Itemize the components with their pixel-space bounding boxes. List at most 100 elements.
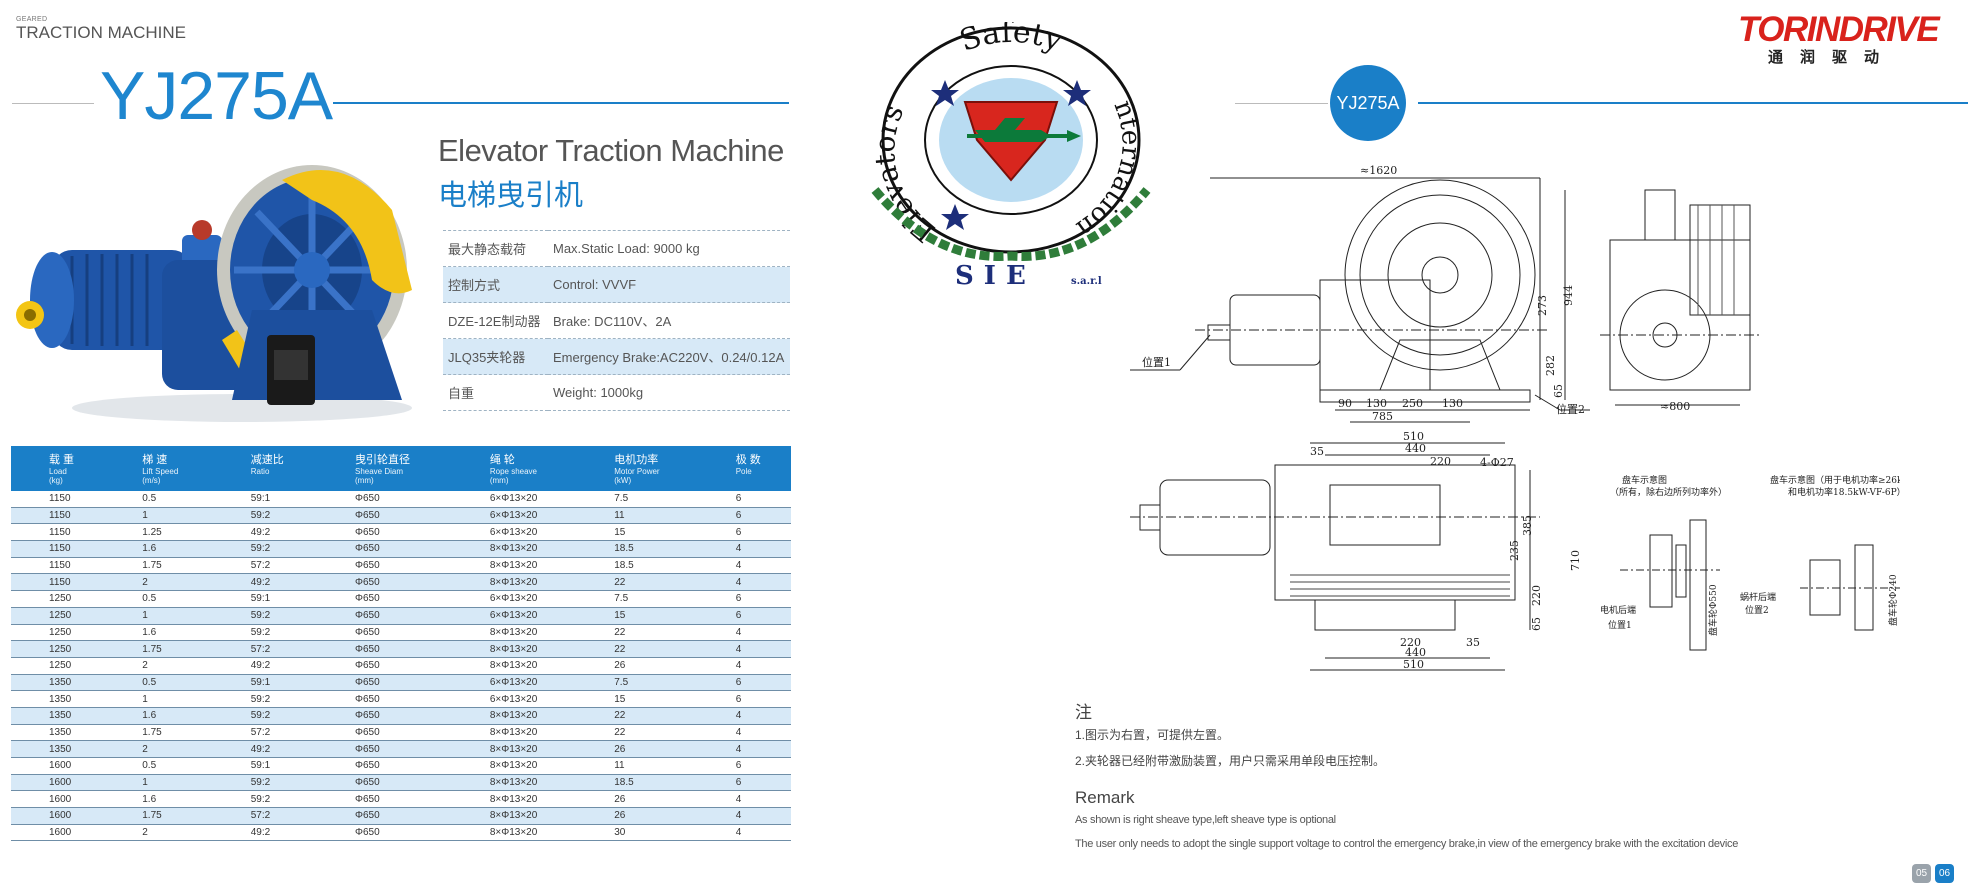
table-cell: 18.5: [576, 540, 698, 558]
table-cell: 59:2: [212, 690, 317, 708]
dim-label: 235: [1508, 540, 1521, 561]
table-cell: 4: [697, 557, 791, 575]
sketch-position-label: 位置1: [1608, 619, 1632, 631]
spec-value: Brake: DC110V、2A: [548, 302, 790, 339]
model-rule-left: [12, 103, 94, 104]
spec-row: 控制方式 Control: VVVF: [443, 266, 790, 303]
table-cell: 6: [697, 607, 791, 625]
motor-rear-label: 电机后端: [1600, 604, 1636, 616]
table-cell: 22: [576, 624, 698, 642]
dim-label: 710: [1569, 550, 1582, 571]
table-cell: 1600: [11, 774, 105, 792]
table-cell: 8×Φ13×20: [451, 657, 577, 675]
table-cell: 6×Φ13×20: [451, 607, 577, 625]
dim-label: 785: [1372, 410, 1393, 423]
dim-label: 220: [1430, 455, 1451, 468]
table-cell: Φ650: [316, 607, 452, 625]
table-cell: 8×Φ13×20: [451, 757, 577, 775]
table-cell: Φ650: [316, 557, 452, 575]
page-number-right: 06: [1935, 864, 1954, 883]
table-cell: 22: [576, 640, 698, 658]
table-cell: Φ650: [316, 774, 452, 792]
category-label: TRACTION MACHINE: [16, 23, 186, 42]
table-cell: Φ650: [316, 707, 452, 725]
notes-title: 注: [1075, 703, 1092, 722]
table-cell: 1250: [11, 624, 105, 642]
table-cell: 8×Φ13×20: [451, 707, 577, 725]
column-header-cn: 绳 轮: [489, 454, 515, 466]
table-cell: 1.75: [104, 724, 213, 742]
spec-label: 最大静态载荷: [443, 230, 548, 267]
logo-suffix: s.a.r.l: [1071, 276, 1102, 287]
table-cell: 6: [697, 590, 791, 608]
remark-line: The user only needs to adopt the single …: [1075, 838, 1739, 850]
table-cell: 15: [576, 690, 698, 708]
table-cell: 6: [697, 507, 791, 525]
table-cell: 1.6: [104, 540, 213, 558]
table-cell: 1350: [11, 724, 105, 742]
table-cell: 8×Φ13×20: [451, 640, 577, 658]
table-cell: 4: [697, 640, 791, 658]
table-cell: 8×Φ13×20: [451, 807, 577, 825]
position-label: 位置1: [1142, 355, 1171, 369]
table-cell: 2: [104, 657, 213, 675]
table-cell: 1350: [11, 707, 105, 725]
table-cell: Φ650: [316, 590, 452, 608]
table-cell: 8×Φ13×20: [451, 573, 577, 592]
table-cell: 59:1: [212, 590, 317, 608]
table-cell: 4: [697, 657, 791, 675]
table-cell: 0.5: [104, 674, 213, 692]
dim-label: 282: [1544, 355, 1557, 376]
spec-value: Emergency Brake:AC220V、0.24/0.12A: [548, 338, 790, 375]
dim-label: 35: [1310, 445, 1324, 458]
sketch-note: 和电机功率18.5kW-VF-6P）: [1788, 486, 1900, 498]
table-cell: 15: [576, 523, 698, 542]
column-header-en: Pole: [735, 466, 752, 476]
dim-label: 90: [1338, 397, 1352, 410]
table-cell: 1.25: [104, 523, 213, 542]
table-cell: 59:2: [212, 707, 317, 725]
table-cell: 1150: [11, 557, 105, 575]
table-cell: Φ650: [316, 640, 452, 658]
table-cell: 0.5: [104, 491, 213, 508]
table-cell: 1150: [11, 523, 105, 542]
table-cell: Φ650: [316, 740, 452, 759]
table-cell: 1350: [11, 690, 105, 708]
table-cell: 26: [576, 740, 698, 759]
front-view: ≈1620 944 273 282 65 90 130 250 130 785 …: [1130, 164, 1590, 423]
table-cell: 57:2: [212, 807, 317, 825]
dim-label: 440: [1405, 646, 1426, 659]
table-cell: 59:1: [212, 674, 317, 692]
table-cell: 49:2: [212, 740, 317, 759]
dim-label: 130: [1366, 397, 1387, 410]
column-header-en: Ratio: [250, 466, 270, 476]
model-badge-rule-right: [1418, 102, 1968, 104]
table-cell: 1250: [11, 640, 105, 658]
table-cell: Φ650: [316, 507, 452, 525]
spec-label: 自重: [443, 374, 548, 411]
position-label: 位置2: [1556, 402, 1585, 416]
column-header-unit: (m/s): [142, 475, 161, 485]
side-view: ≈800: [1600, 189, 1760, 413]
table-cell: 1250: [11, 607, 105, 625]
table-cell: 26: [576, 657, 698, 675]
table-cell: 57:2: [212, 724, 317, 742]
table-cell: 0.5: [104, 757, 213, 775]
column-header-cn: 电机功率: [614, 454, 659, 466]
model-badge-rule-left: [1235, 103, 1328, 104]
table-cell: 6×Φ13×20: [451, 507, 577, 525]
brand-logo-cn: 通润驱动: [1768, 49, 1897, 66]
table-cell: 1250: [11, 657, 105, 675]
table-cell: Φ650: [316, 491, 452, 508]
dim-label: 385: [1521, 515, 1534, 536]
